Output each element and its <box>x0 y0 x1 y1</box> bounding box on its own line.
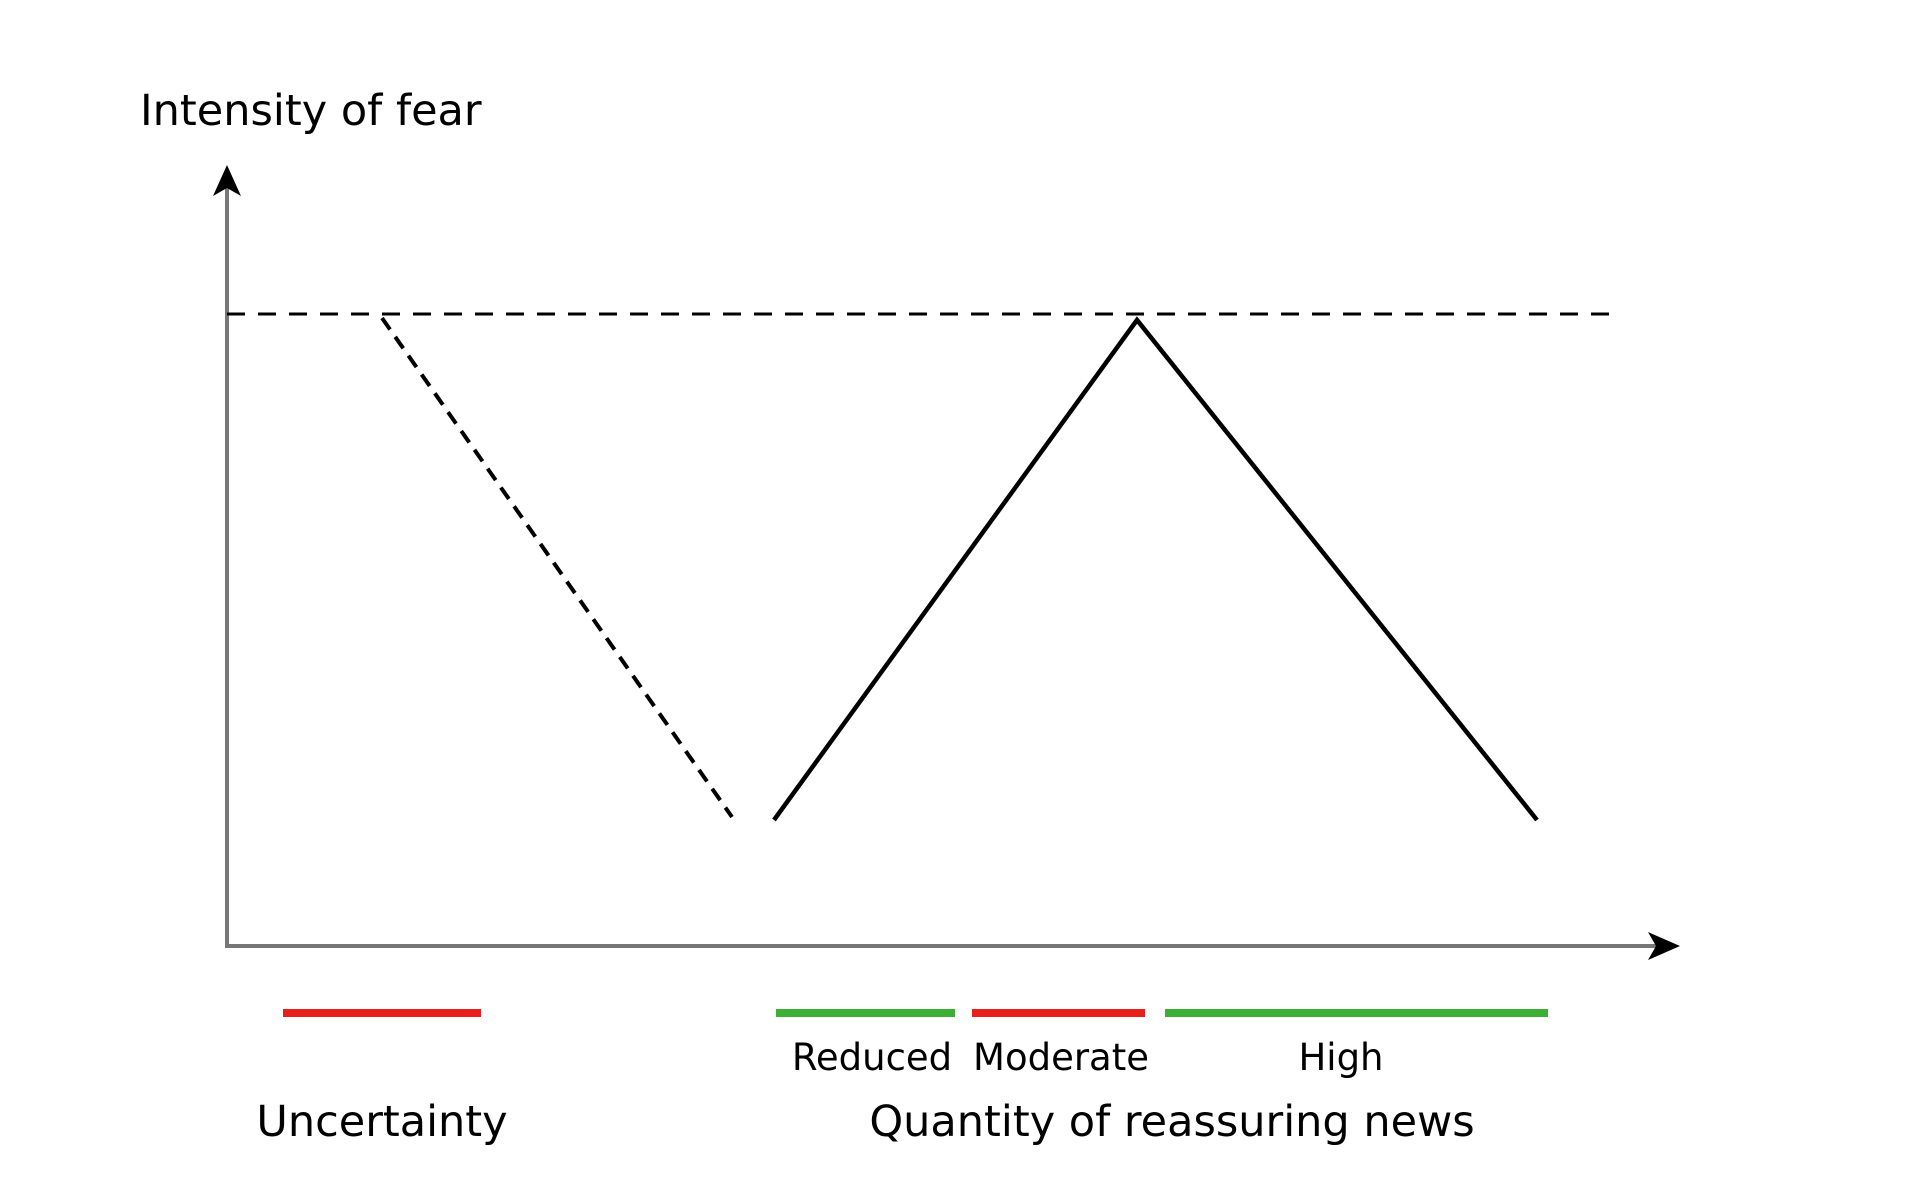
reassuring-news-label: Quantity of reassuring news <box>869 1097 1474 1147</box>
y-axis-arrowhead <box>213 165 241 196</box>
y-axis-label: Intensity of fear <box>140 86 482 136</box>
x-axis-arrowhead <box>1648 932 1680 960</box>
reassuring-news-fear-line <box>772 316 1539 822</box>
uncertainty-label: Uncertainty <box>256 1097 507 1147</box>
uncertainty-fear-line <box>380 316 734 819</box>
level-label-reduced: Reduced <box>792 1036 952 1079</box>
level-label-moderate: Moderate <box>973 1036 1149 1079</box>
level-label-high: High <box>1298 1036 1383 1079</box>
